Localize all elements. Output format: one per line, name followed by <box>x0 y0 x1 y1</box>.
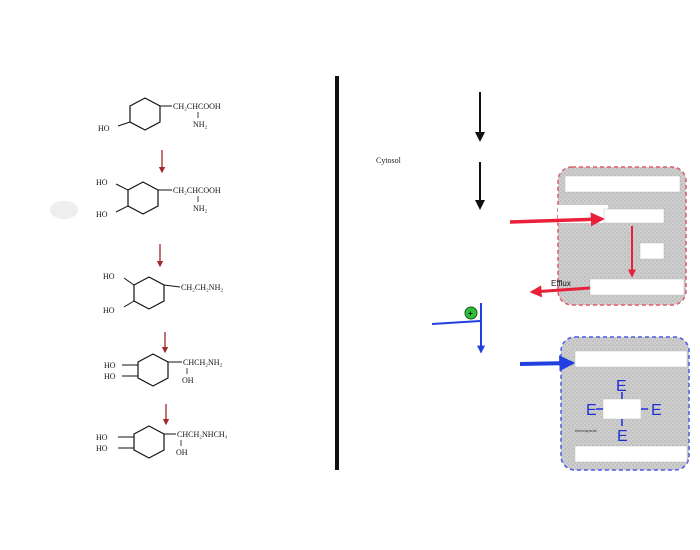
molecule-4-side-chain: CHCH₂NH₂ <box>183 358 223 367</box>
cell-panel: Cytosol Efflux + <box>376 92 690 471</box>
molecule-2-side-chain: CH₂CHCOOH <box>173 186 221 195</box>
smudge <box>50 201 78 219</box>
red-vesicle-blank-middle <box>603 208 665 224</box>
enzyme-e-left: E <box>586 402 597 419</box>
enzyme-e-right: E <box>651 402 662 419</box>
molecule-1-amino: NH₂ <box>193 120 208 129</box>
enzyme-e-top: E <box>616 378 627 395</box>
molecule-2-ho-bottom: HO <box>96 210 108 219</box>
molecule-5-hydroxyl: OH <box>176 448 188 457</box>
tiny-caption: Intercapsule <box>575 428 598 433</box>
molecule-4-ho-top: HO <box>104 361 116 370</box>
plus-sign: + <box>468 309 473 318</box>
blue-horizontal-line <box>431 320 481 325</box>
blue-vesicle-blank-top <box>574 350 688 368</box>
molecule-3-side-chain: CH₂CH₂NH₂ <box>181 283 223 292</box>
blue-vesicle: E E E E Intercapsule <box>560 336 690 471</box>
red-efflux-arrow <box>529 285 591 298</box>
red-uptake-arrow <box>509 212 605 227</box>
red-vesicle <box>557 166 687 306</box>
molecule-2-ho-top: HO <box>96 178 108 187</box>
pathway-panel: CH₂CHCOOH NH₂ HO CH₂CHCOOH NH₂ HO HO CH₂… <box>96 97 228 459</box>
molecule-2: CH₂CHCOOH NH₂ HO HO <box>96 178 221 219</box>
molecule-1-ho: HO <box>98 124 110 133</box>
efflux-label: Efflux <box>551 279 571 288</box>
molecule-4: CHCH₂NH₂ OH HO HO <box>104 353 223 387</box>
molecule-1: CH₂CHCOOH NH₂ HO <box>98 97 221 133</box>
enzyme-e-bottom: E <box>617 428 628 445</box>
molecule-3-ho-bottom: HO <box>103 306 115 315</box>
plus-circle-icon <box>464 306 478 320</box>
red-vesicle-blank-small <box>639 242 665 260</box>
molecule-5-ho-top: HO <box>96 433 108 442</box>
molecule-4-hydroxyl: OH <box>182 376 194 385</box>
blue-uptake-arrow <box>519 355 576 372</box>
molecule-5: CHCH₂NHCH₃ OH HO HO <box>96 425 228 459</box>
molecule-3-ho-top: HO <box>103 272 115 281</box>
red-vesicle-blank-bottom <box>589 278 685 296</box>
molecule-5-side-chain: CHCH₂NHCH₃ <box>177 430 228 439</box>
cytosol-label: Cytosol <box>376 156 402 165</box>
molecule-3: CH₂CH₂NH₂ HO HO <box>103 272 223 315</box>
red-vesicle-blank-top <box>564 175 681 193</box>
blue-vesicle-blank-center <box>602 398 642 420</box>
molecule-5-ho-bottom: HO <box>96 444 108 453</box>
molecule-2-amino: NH₂ <box>193 204 208 213</box>
blue-vesicle-blank-bottom <box>574 445 688 463</box>
molecule-4-ho-bottom: HO <box>104 372 116 381</box>
molecule-1-side-chain: CH₂CHCOOH <box>173 102 221 111</box>
